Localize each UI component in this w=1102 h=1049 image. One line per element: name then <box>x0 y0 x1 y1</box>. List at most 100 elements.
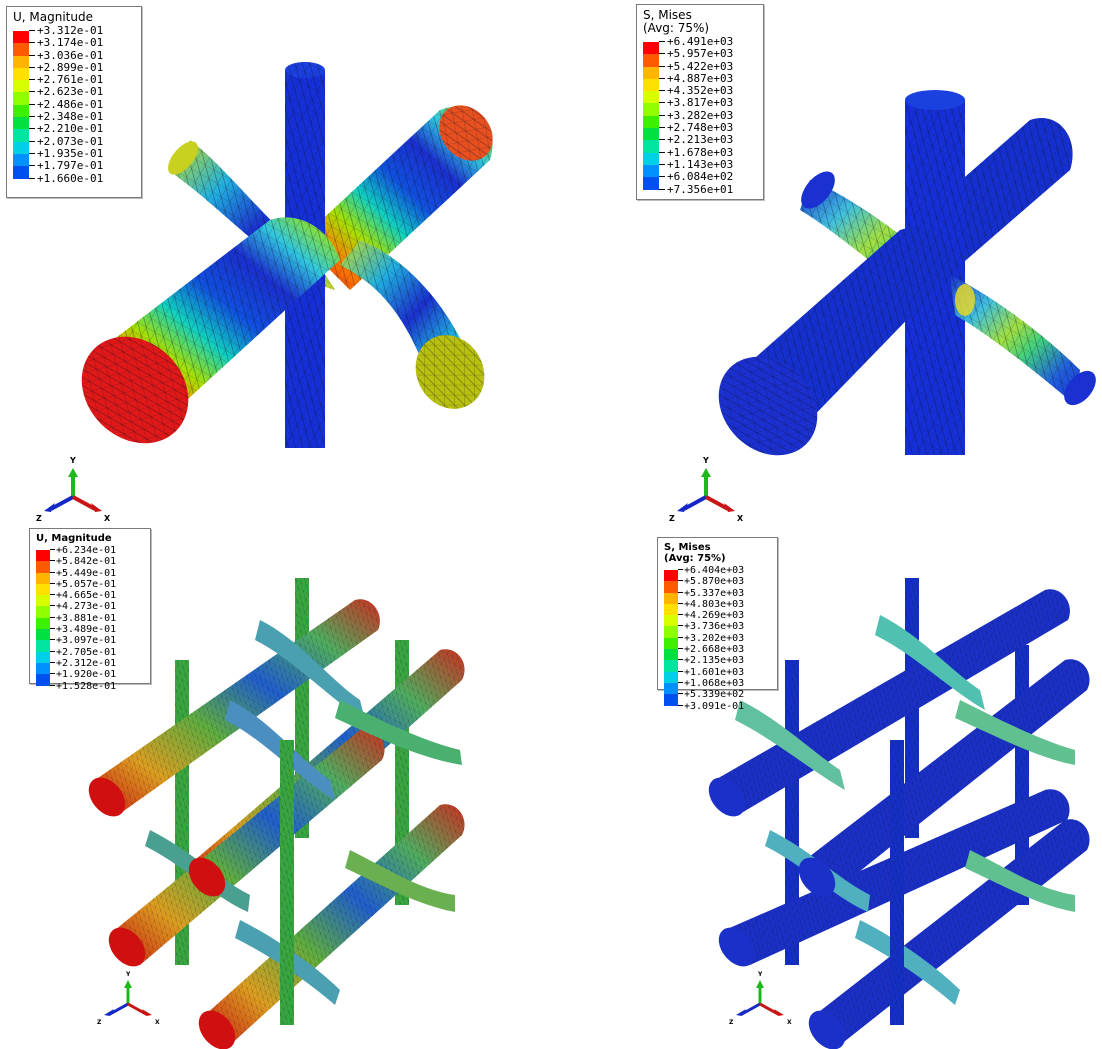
legend-swatch <box>13 166 29 179</box>
legend-value: +3.091e-01 <box>684 700 745 712</box>
legend-scale: +6.404e+03+5.870e+03+5.337e+03+4.803e+03… <box>664 565 771 714</box>
triad-z-label: Z <box>97 1019 102 1026</box>
legend-swatch <box>643 42 659 55</box>
legend-entry: +4.273e-01 <box>36 601 144 618</box>
legend-value: +2.899e-01 <box>37 60 104 74</box>
legend-swatch <box>664 671 678 683</box>
legend-value: +3.817e+03 <box>667 96 734 110</box>
legend-tick <box>678 659 683 661</box>
legend-entry: +2.748e+03 <box>643 122 757 141</box>
legend-swatch <box>664 615 678 627</box>
legend-value: +2.312e-01 <box>56 657 117 669</box>
legend-swatch <box>664 682 678 695</box>
legend-swatch <box>664 570 678 582</box>
legend-entry: +6.234e-01 <box>36 545 144 562</box>
legend-tick <box>678 591 683 593</box>
legend-entry: +5.337e+03 <box>664 587 771 604</box>
legend-tick <box>29 91 35 93</box>
legend-entry: +4.352e+03 <box>643 85 757 104</box>
legend-value: +2.623e-01 <box>37 85 104 99</box>
legend-value: +2.761e-01 <box>37 73 104 87</box>
legend-entry: +4.665e-01 <box>36 590 144 607</box>
legend-entry: +6.491e+03 <box>643 36 757 55</box>
triad-panel-1: Y Z X <box>36 456 111 523</box>
legend-scale: +6.491e+03+5.957e+03+5.422e+03+4.887e+03… <box>643 36 757 198</box>
legend-swatch <box>36 662 50 675</box>
legend-entry: +1.528e-01 <box>36 680 144 694</box>
legend-tick <box>29 165 35 167</box>
legend-subtitle: (Avg: 75%) <box>643 21 710 35</box>
legend-value: +3.489e-01 <box>56 624 117 636</box>
legend-entry: +6.404e+03 <box>664 565 771 582</box>
legend-value: +1.601e+03 <box>684 666 745 678</box>
legend-value: +5.337e+03 <box>684 587 745 599</box>
legend-value: +1.935e-01 <box>37 146 104 160</box>
legend-swatch <box>36 583 50 596</box>
legend-value: +2.213e+03 <box>667 133 734 147</box>
legend-value: +1.660e-01 <box>37 171 104 185</box>
legend-entry: +2.073e-01 <box>13 135 135 154</box>
legend-value: +5.057e-01 <box>56 578 117 590</box>
legend-tick <box>678 648 683 650</box>
triad-panel-2: Y Z X <box>669 456 744 523</box>
legend-stress-cell: S, Mises (Avg: 75%) +6.491e+03+5.957e+03… <box>636 4 764 200</box>
legend-swatch <box>13 104 29 118</box>
legend-value: +2.668e+03 <box>684 644 745 656</box>
legend-entry: +2.213e+03 <box>643 133 757 153</box>
legend-tick <box>678 681 683 683</box>
legend-swatch <box>643 78 659 92</box>
legend-value: +1.528e-01 <box>56 680 117 692</box>
legend-entry: +3.489e-01 <box>36 624 144 641</box>
legend-swatch <box>36 674 50 686</box>
triad-x-label: X <box>155 1019 160 1026</box>
legend-value: +2.348e-01 <box>37 110 104 124</box>
legend-title: U, Magnitude <box>13 10 93 24</box>
legend-value: +6.404e+03 <box>684 565 745 576</box>
legend-swatch <box>664 626 678 638</box>
legend-swatch <box>13 80 29 93</box>
legend-swatch <box>36 572 50 584</box>
legend-entry: +1.678e+03 <box>643 146 757 165</box>
legend-swatch <box>13 55 29 68</box>
legend-entry: +3.312e-01 <box>13 25 135 44</box>
legend-value: +2.135e+03 <box>684 655 745 667</box>
triad-z-label: Z <box>36 514 42 523</box>
legend-entry: +2.668e+03 <box>664 644 771 661</box>
legend-tick <box>50 594 55 596</box>
legend-value: +3.202e+03 <box>684 632 745 644</box>
legend-entry: +3.202e+03 <box>664 632 771 650</box>
legend-swatch <box>664 660 678 672</box>
legend-entry: +2.623e-01 <box>13 85 135 105</box>
legend-tick <box>659 176 665 178</box>
legend-tick <box>29 128 35 130</box>
legend-value: +6.084e+02 <box>667 170 734 184</box>
legend-value: +5.870e+03 <box>684 576 745 588</box>
triad-y-label: Y <box>125 971 131 978</box>
legend-tick <box>29 140 35 142</box>
legend-scale: +3.312e-01+3.174e-01+3.036e-01+2.899e-01… <box>13 25 135 187</box>
legend-displacement-lattice: U, Magnitude +6.234e-01+5.842e-01+5.449e… <box>29 528 151 692</box>
legend-tick <box>678 693 683 695</box>
legend-entry: +2.486e-01 <box>13 97 135 118</box>
legend-value: +2.486e-01 <box>37 97 104 111</box>
legend-entry: +1.068e+03 <box>664 678 771 695</box>
legend-value: +5.842e-01 <box>56 556 117 568</box>
legend-value: +2.705e-01 <box>56 646 117 658</box>
legend-swatch <box>664 649 678 661</box>
legend-tick <box>659 163 665 165</box>
legend-entry: +4.887e+03 <box>643 72 757 92</box>
legend-entry: +2.210e-01 <box>13 123 135 142</box>
legend-tick <box>50 571 55 573</box>
legend-swatch <box>643 128 659 141</box>
legend-entry: +3.091e-01 <box>664 700 771 714</box>
legend-value: +5.339e+02 <box>684 689 745 701</box>
legend-tick <box>50 582 55 584</box>
legend-entry: +3.036e-01 <box>13 49 135 68</box>
legend-tick <box>29 66 35 68</box>
legend-swatch <box>13 31 29 44</box>
legend-title: S, Mises <box>664 542 711 553</box>
legend-entry: +5.870e+03 <box>664 576 771 593</box>
legend-swatch <box>13 141 29 154</box>
legend-entry: +2.705e-01 <box>36 646 144 663</box>
